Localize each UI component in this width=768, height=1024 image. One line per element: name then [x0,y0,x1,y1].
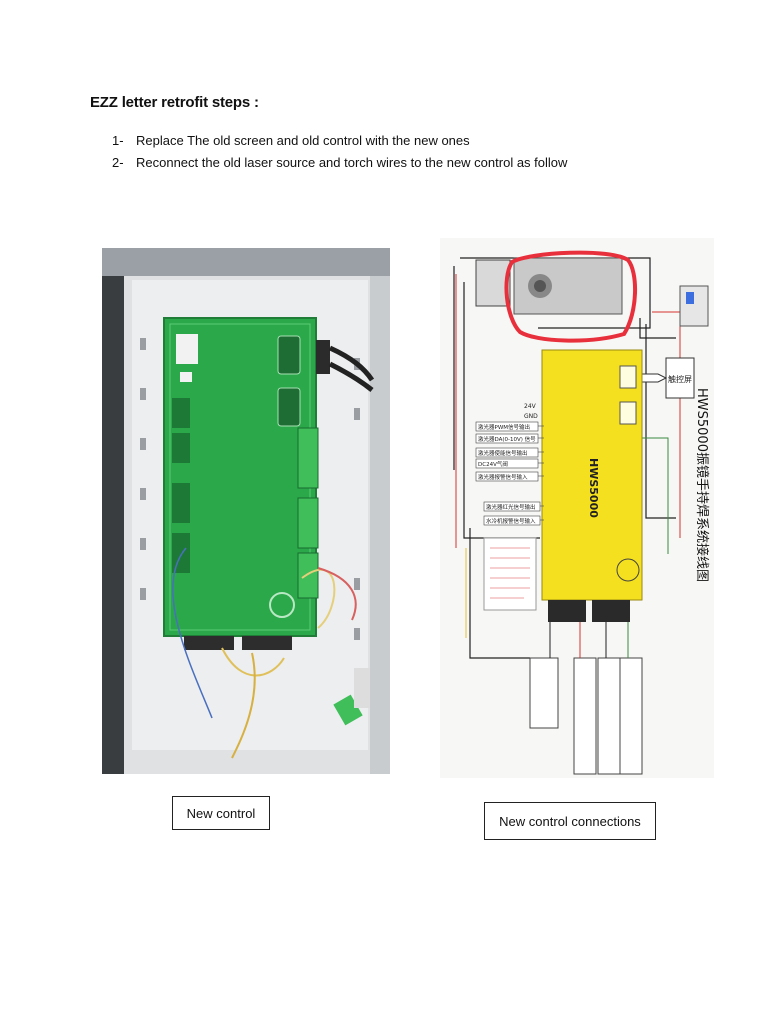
signal-label-da: 激光器DA(0-10V) 信号 [478,435,536,443]
signal-label-pwm: 激光器PWM信号输出 [478,423,530,431]
caption-new-control-connections: New control connections [484,802,656,840]
new-control-connections-diagram: 触控屏 HWS5000 24V GND 激光器PWM信号输出 激光器DA(0-1… [440,238,714,778]
caption-new-control: New control [172,796,270,830]
control-photo-drawing [102,248,390,774]
document-title: EZZ letter retrofit steps : [90,94,259,111]
step-text: Replace The old screen and old control w… [136,133,470,148]
step-number: 1- [112,133,124,148]
signal-label-valve: DC24V气阀 [478,460,508,468]
step-item: 1- Replace The old screen and old contro… [112,130,567,152]
screen-label: 触控屏 [668,374,692,384]
signal-label-chiller: 水冷机报警信号输入 [486,517,536,525]
signal-label-alarm: 激光器报警信号输入 [478,473,528,481]
wiring-diagram-drawing: 触控屏 HWS5000 24V GND 激光器PWM信号输出 激光器DA(0-1… [440,238,714,778]
power-label-24v: 24V [524,403,537,410]
signal-label-red-light: 激光器红光信号输出 [486,503,536,511]
signal-label-enable: 激光器使能信号输出 [478,449,528,457]
step-number: 2- [112,155,124,170]
step-text: Reconnect the old laser source and torch… [136,155,568,170]
steps-list: 1- Replace The old screen and old contro… [112,130,567,174]
step-item: 2- Reconnect the old laser source and to… [112,152,567,174]
new-control-photo [102,248,390,774]
power-label-gnd: GND [524,413,538,420]
board-name: HWS5000 [587,458,600,518]
diagram-side-title: HWS5000振镜手持焊系统接线图 [694,388,710,582]
